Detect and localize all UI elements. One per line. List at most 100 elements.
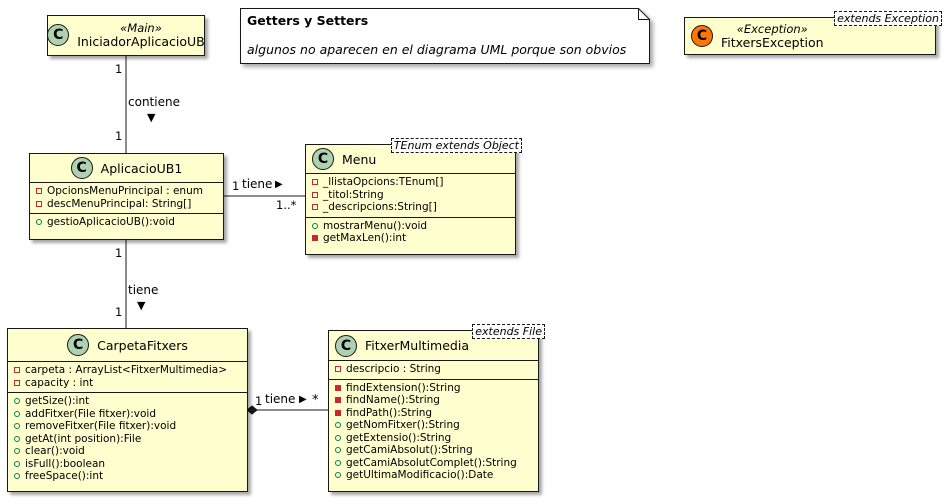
stereotype-label: «Main» bbox=[120, 21, 162, 35]
method-row: freeSpace():int bbox=[14, 470, 241, 483]
private-marker-icon bbox=[312, 191, 318, 198]
template-parameter: extends File bbox=[472, 324, 545, 339]
public-marker-icon bbox=[14, 423, 20, 430]
class-menu[interactable]: TEnum extends Object C Menu _llistaOpcio… bbox=[305, 138, 522, 255]
fields-section: descripcio : String bbox=[329, 360, 538, 379]
class-carpeta-fitxers[interactable]: C CarpetaFitxers carpeta : ArrayList<Fit… bbox=[7, 328, 248, 492]
method-row: removeFitxer(File fitxer):void bbox=[14, 420, 241, 433]
method-row: findName():String bbox=[335, 394, 532, 407]
multiplicity-label: 1 bbox=[115, 129, 123, 143]
public-marker-icon bbox=[335, 447, 341, 454]
public-marker-icon bbox=[14, 460, 20, 467]
fields-section: OpcionsMenuPrincipal : enum descMenuPrin… bbox=[30, 182, 223, 213]
methods-section: getSize():int addFitxer(File fitxer):voi… bbox=[8, 392, 247, 486]
private-marker-icon bbox=[312, 204, 318, 211]
methods-section: mostrarMenu():void getMaxLen():int bbox=[306, 216, 515, 248]
method-row: getExtensio():String bbox=[335, 432, 532, 445]
private-marker-icon bbox=[14, 367, 20, 374]
private-marker-icon bbox=[36, 188, 42, 195]
private-marker-icon bbox=[335, 366, 341, 373]
methods-section: findExtension():String findName():String… bbox=[329, 378, 538, 485]
private-marker-icon bbox=[312, 179, 318, 186]
stereotype-label: «Exception» bbox=[736, 22, 808, 36]
class-c-icon: C bbox=[67, 334, 90, 356]
class-header: C Menu bbox=[306, 145, 515, 173]
public-marker-icon bbox=[14, 435, 20, 442]
composition-diamond bbox=[246, 405, 258, 415]
method-row: mostrarMenu():void bbox=[312, 220, 509, 233]
class-c-icon: C bbox=[47, 24, 70, 46]
field-row: OpcionsMenuPrincipal : enum bbox=[36, 185, 217, 198]
relation-label-tiene: tiene bbox=[128, 283, 159, 297]
method-row: getMaxLen():int bbox=[312, 232, 509, 245]
multiplicity-label: 1 bbox=[232, 179, 240, 193]
fields-section: carpeta : ArrayList<FitxerMultimedia> ca… bbox=[8, 361, 247, 392]
method-row: getUltimaModificacio():Date bbox=[335, 469, 532, 482]
relation-label-tiene: tiene bbox=[265, 392, 296, 406]
private-marker-icon bbox=[335, 397, 341, 404]
class-header: C «Main» IniciadorAplicacioUB bbox=[47, 16, 205, 54]
multiplicity-label: 1 bbox=[115, 305, 123, 319]
multiplicity-label: 1 bbox=[115, 62, 123, 76]
multiplicity-label: 1..* bbox=[276, 198, 297, 212]
class-c-icon: C bbox=[335, 334, 357, 357]
public-marker-icon bbox=[335, 422, 341, 429]
method-row: getCamiAbsolutComplet():String bbox=[335, 457, 532, 470]
class-fitxers-exception[interactable]: extends Exception C «Exception» FitxersE… bbox=[684, 11, 942, 55]
public-marker-icon bbox=[335, 459, 341, 466]
field-row: carpeta : ArrayList<FitxerMultimedia> bbox=[14, 364, 241, 377]
class-name: IniciadorAplicacioUB bbox=[77, 34, 205, 49]
public-marker-icon bbox=[335, 472, 341, 479]
field-row: _descripcions:String[] bbox=[312, 201, 509, 214]
note-getters-setters: Getters y Setters algunos no aparecen en… bbox=[240, 8, 650, 64]
class-name: FitxersException bbox=[721, 35, 824, 50]
field-row: capacity : int bbox=[14, 377, 241, 390]
field-row: _titol:String bbox=[312, 189, 509, 202]
class-header: C «Exception» FitxersException bbox=[685, 18, 935, 54]
private-marker-icon bbox=[335, 409, 341, 416]
class-name: CarpetaFitxers bbox=[97, 337, 188, 353]
class-name: Menu bbox=[342, 151, 377, 167]
class-header: C AplicacioUB1 bbox=[30, 154, 223, 182]
method-row: getCamiAbsolut():String bbox=[335, 444, 532, 457]
note-body: algunos no aparecen en el diagrama UML p… bbox=[247, 42, 627, 57]
template-parameter: TEnum extends Object bbox=[390, 138, 522, 153]
multiplicity-label: 1 bbox=[255, 394, 263, 408]
template-parameter: extends Exception bbox=[834, 11, 942, 26]
note-shape bbox=[240, 8, 650, 64]
note-title: Getters y Setters bbox=[247, 13, 369, 28]
multiplicity-label: 1 bbox=[115, 246, 123, 260]
method-row: findExtension():String bbox=[335, 382, 532, 395]
private-marker-icon bbox=[36, 200, 42, 207]
class-header: C CarpetaFitxers bbox=[8, 329, 247, 361]
private-marker-icon bbox=[312, 235, 318, 242]
method-row: getAt(int position):File bbox=[14, 433, 241, 446]
class-name: FitxerMultimedia bbox=[365, 338, 469, 353]
relation-label-tiene: tiene bbox=[242, 177, 273, 191]
fields-section: _llistaOpcions:TEnum[] _titol:String _de… bbox=[306, 173, 515, 217]
public-marker-icon bbox=[36, 219, 42, 226]
public-marker-icon bbox=[14, 473, 20, 480]
public-marker-icon bbox=[14, 448, 20, 455]
class-c-icon: C bbox=[70, 157, 93, 179]
class-aplicacio-ub1[interactable]: C AplicacioUB1 OpcionsMenuPrincipal : en… bbox=[29, 153, 224, 240]
class-c-icon: C bbox=[312, 148, 334, 170]
multiplicity-label: * bbox=[312, 393, 319, 408]
class-name: AplicacioUB1 bbox=[100, 160, 183, 176]
private-marker-icon bbox=[14, 379, 20, 386]
class-fitxer-multimedia[interactable]: extends File C FitxerMultimedia descripc… bbox=[328, 324, 545, 492]
public-marker-icon bbox=[312, 222, 318, 229]
class-iniciador-aplicacio-ub[interactable]: C «Main» IniciadorAplicacioUB bbox=[47, 15, 205, 56]
direction-arrow-icon: ▼ bbox=[137, 299, 146, 312]
direction-arrow-icon: ▶ bbox=[275, 179, 283, 190]
direction-arrow-icon: ▼ bbox=[147, 111, 156, 124]
method-row: clear():void bbox=[14, 445, 241, 458]
relation-label-contiene: contiene bbox=[128, 95, 180, 109]
direction-arrow-icon: ▶ bbox=[299, 394, 307, 405]
public-marker-icon bbox=[335, 434, 341, 441]
field-row: descMenuPrincipal: String[] bbox=[36, 198, 217, 211]
private-marker-icon bbox=[335, 384, 341, 391]
exception-c-icon: C bbox=[691, 25, 713, 47]
field-row: _llistaOpcions:TEnum[] bbox=[312, 176, 509, 189]
